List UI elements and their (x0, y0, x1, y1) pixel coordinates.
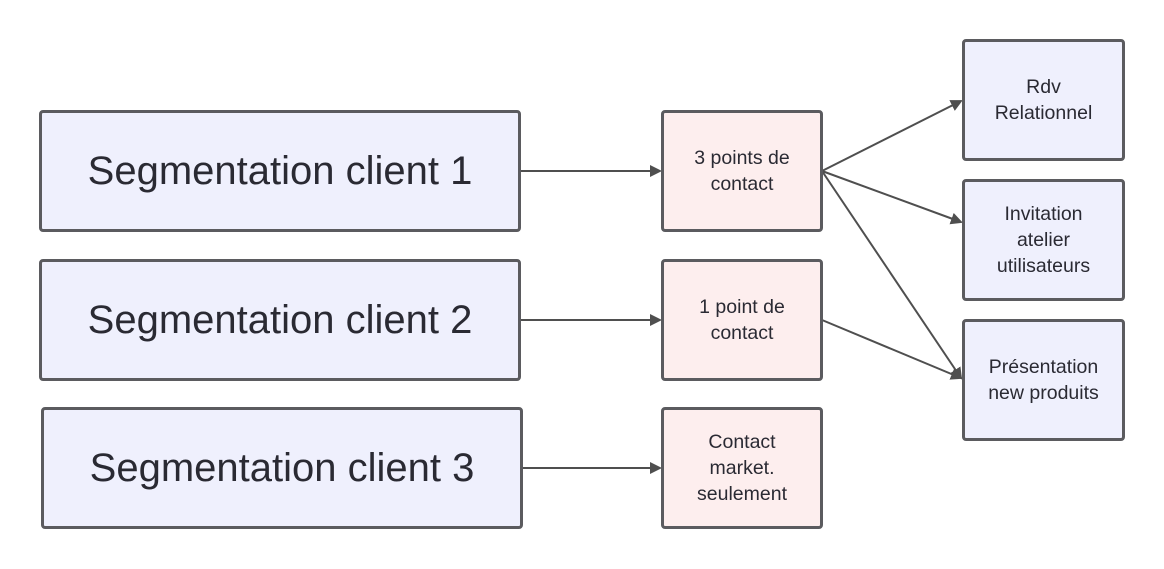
contact-node-2-label: 1 point de contact (699, 296, 785, 344)
contact-node-2[interactable]: 1 point de contact (661, 259, 823, 381)
contact-node-3-label: Contact market. seulement (697, 431, 787, 505)
action-node-presentation[interactable]: Présentation new produits (962, 319, 1125, 441)
contact-node-3[interactable]: Contact market. seulement (661, 407, 823, 529)
arrow-contact2-to-action3 (821, 319, 963, 380)
segment-node-1-label: Segmentation client 1 (87, 148, 473, 193)
action-node-presentation-label: Présentation new produits (988, 356, 1099, 404)
action-node-rdv-label: Rdv Relationnel (994, 76, 1093, 124)
action-node-rdv[interactable]: Rdv Relationnel (962, 39, 1125, 161)
segment-node-2-label: Segmentation client 2 (87, 297, 473, 342)
action-node-invitation[interactable]: Invitation atelier utilisateurs (962, 179, 1125, 301)
segment-node-2[interactable]: Segmentation client 2 (39, 259, 521, 381)
segment-node-1[interactable]: Segmentation client 1 (39, 110, 521, 232)
action-node-invitation-label: Invitation atelier utilisateurs (996, 203, 1091, 277)
segment-node-3-label: Segmentation client 3 (89, 445, 475, 490)
arrow-contact1-to-action2 (821, 170, 963, 225)
segment-node-3[interactable]: Segmentation client 3 (41, 407, 523, 529)
arrow-contact1-to-action1 (821, 100, 963, 172)
arrow-contact1-to-action3 (821, 170, 963, 380)
contact-node-1-label: 3 points de contact (694, 147, 790, 195)
contact-node-1[interactable]: 3 points de contact (661, 110, 823, 232)
